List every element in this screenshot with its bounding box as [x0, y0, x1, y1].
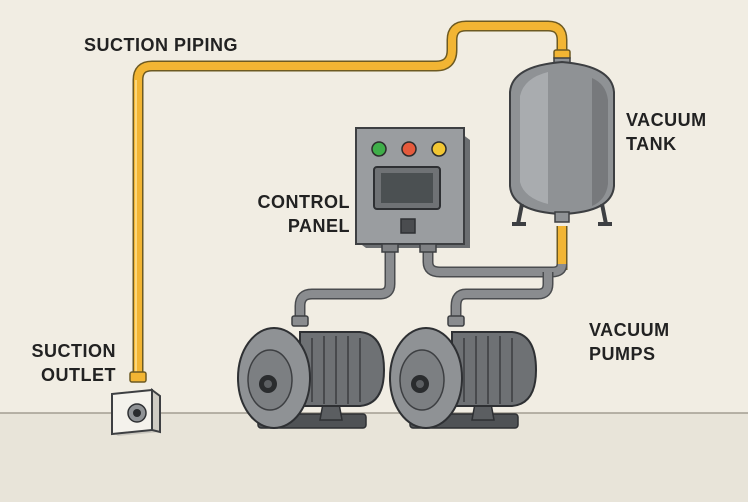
label-suction-outlet: SUCTION OUTLET [8, 339, 116, 387]
label-vacuum-tank-line-2: TANK [626, 134, 677, 154]
green-indicator-light [371, 141, 387, 157]
label-suction-piping: SUCTION PIPING [84, 33, 238, 57]
vacuum-pump-icon [389, 327, 538, 429]
label-suction-outlet-line-1: SUCTION [31, 341, 116, 361]
panel-button [400, 218, 416, 234]
label-suction-piping-text: SUCTION PIPING [84, 35, 239, 55]
label-vacuum-pumps-line-1: VACUUM [589, 320, 670, 340]
vacuum-tank-icon [509, 57, 615, 226]
label-vacuum-pumps-line-2: PUMPS [589, 344, 656, 364]
label-vacuum-tank: VACUUM TANK [626, 108, 707, 156]
label-vacuum-tank-line-1: VACUUM [626, 110, 707, 130]
control-panel-icon [355, 127, 470, 253]
label-control-panel-line-1: CONTROL [257, 192, 350, 212]
suction-piping [129, 20, 571, 383]
label-suction-outlet-line-2: OUTLET [41, 365, 116, 385]
label-control-panel-line-2: PANEL [287, 216, 350, 236]
suction-outlet-icon [111, 388, 161, 436]
yellow-indicator-light [431, 141, 447, 157]
vacuum-pump-icon [237, 327, 386, 429]
pump-piping [291, 248, 568, 327]
red-indicator-light [401, 141, 417, 157]
label-vacuum-pumps: VACUUM PUMPS [589, 318, 670, 366]
label-control-panel: CONTROL PANEL [240, 190, 350, 238]
